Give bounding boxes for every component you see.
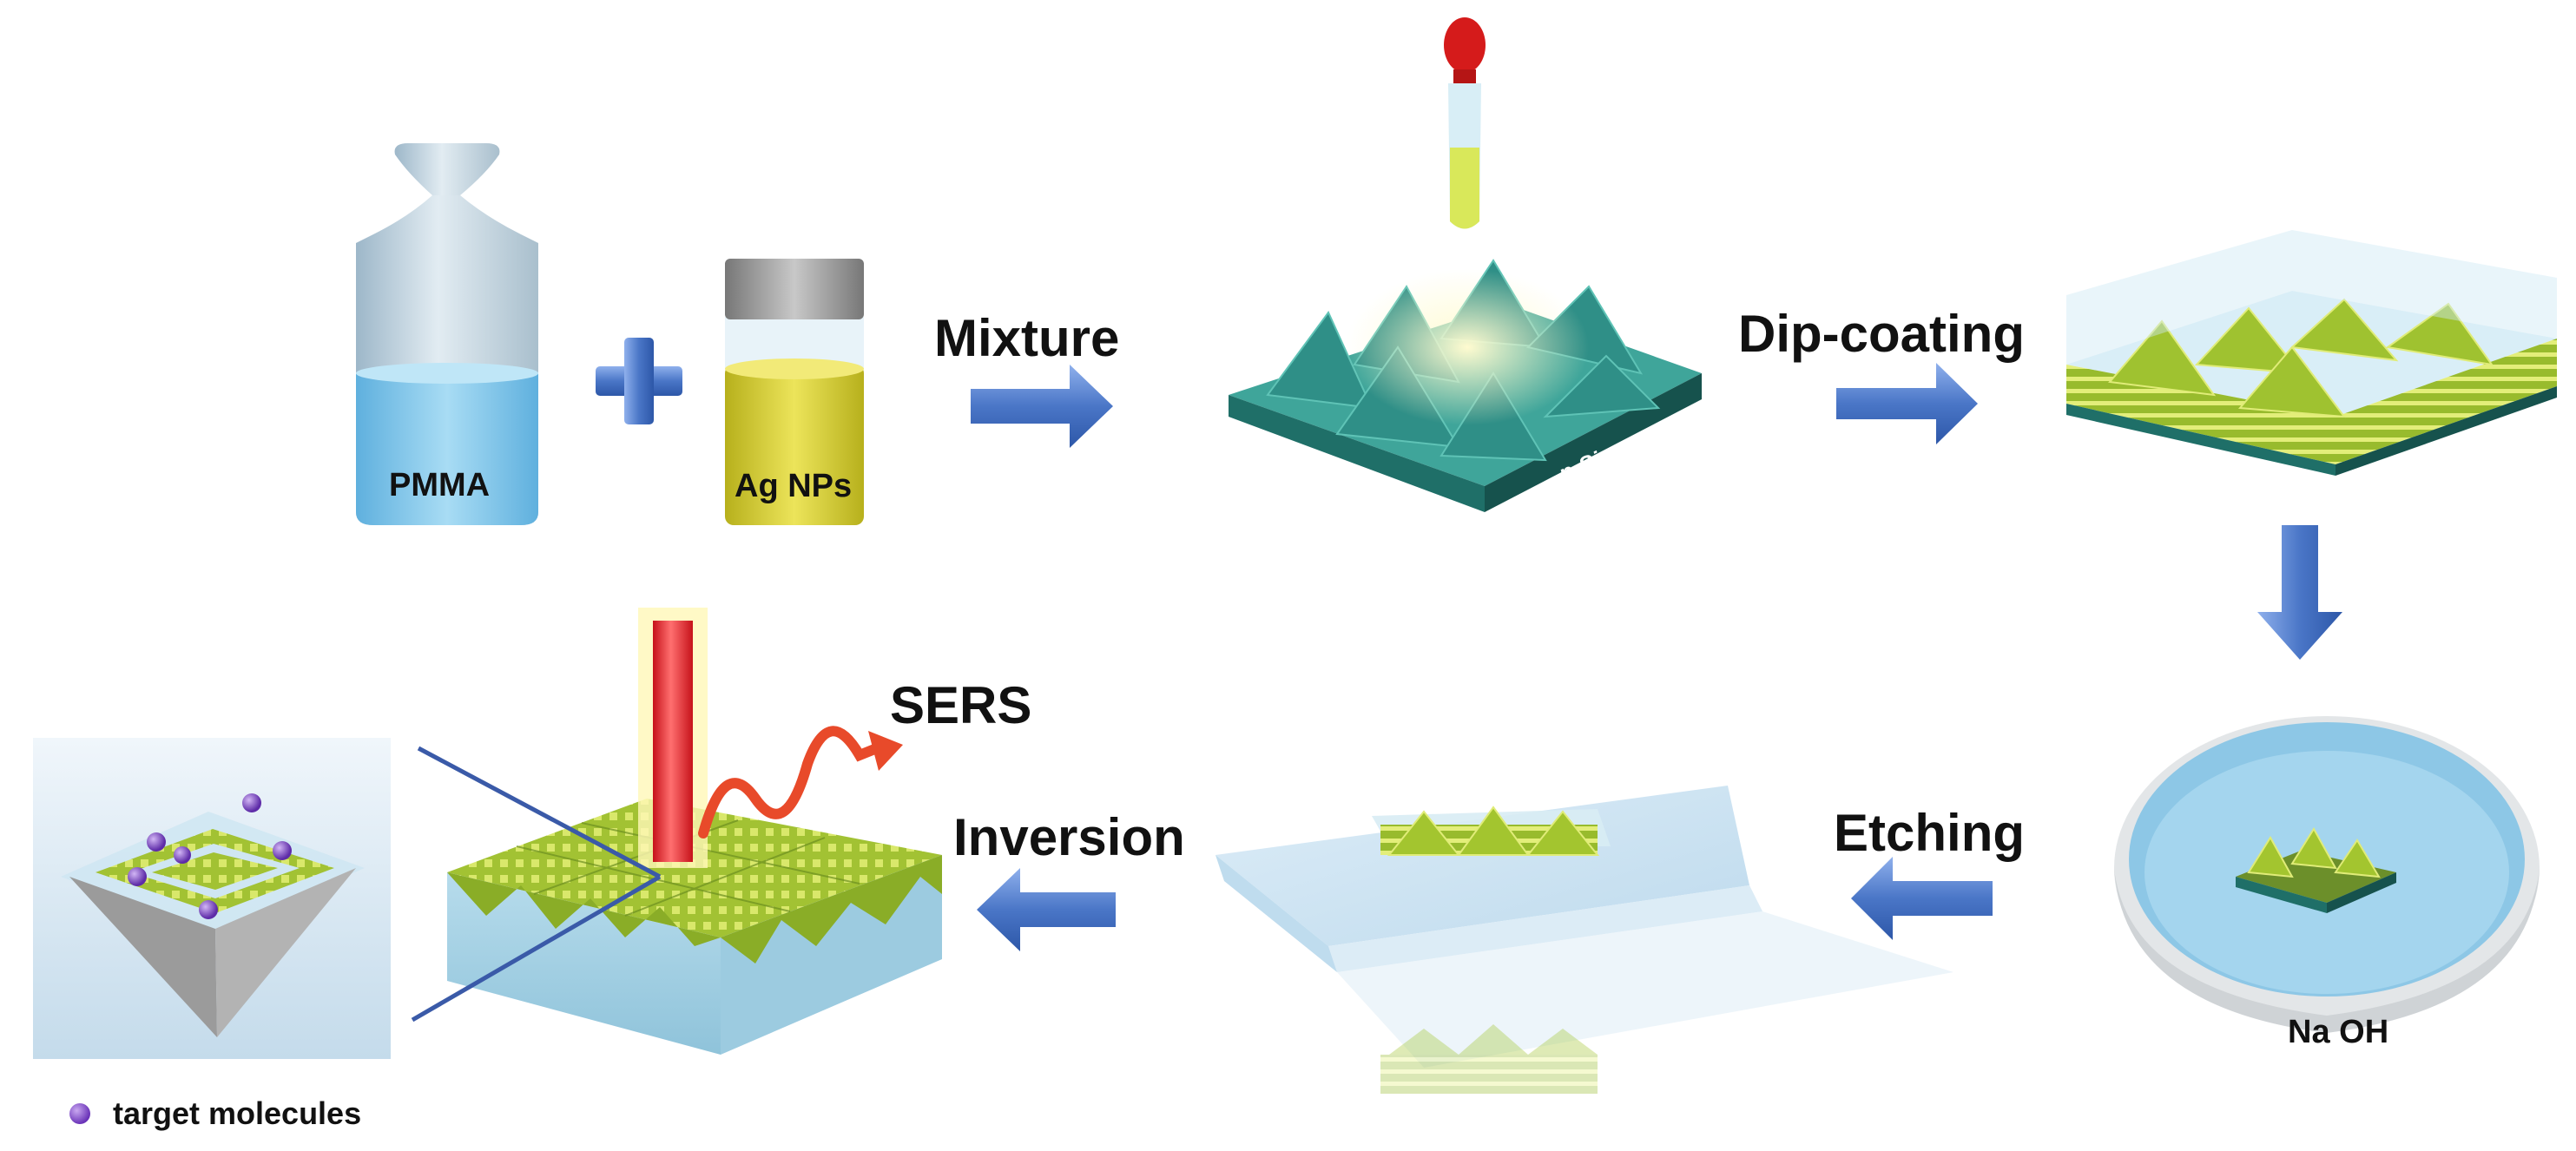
inset-panel bbox=[33, 738, 391, 1059]
naoh-dish bbox=[2114, 716, 2540, 1033]
lifted-film bbox=[1216, 786, 1953, 1094]
zoom-lines bbox=[411, 746, 662, 1023]
ag-nps-label: Ag NPs bbox=[735, 468, 853, 504]
pmma-bottle bbox=[356, 143, 538, 525]
legend-label: target molecules bbox=[113, 1095, 362, 1131]
sers-label: SERS bbox=[890, 676, 1032, 734]
inversion-arrow bbox=[977, 868, 1116, 951]
legend: target molecules bbox=[69, 1095, 361, 1132]
inversion-label: Inversion bbox=[953, 808, 1185, 866]
dip-coating-arrow bbox=[1836, 363, 1978, 444]
coated-substrate bbox=[2066, 230, 2557, 476]
naoh-label: Na OH bbox=[2288, 1014, 2389, 1050]
sers-signal-arrow bbox=[698, 726, 903, 839]
target-molecule bbox=[128, 793, 292, 919]
etching-label: Etching bbox=[1834, 804, 2025, 862]
mixture-label: Mixture bbox=[934, 309, 1120, 367]
pmma-label: PMMA bbox=[389, 467, 491, 503]
ag-nps-vial bbox=[725, 259, 864, 525]
etching-arrow bbox=[1851, 857, 1993, 940]
laser-beam bbox=[638, 608, 708, 868]
plus-icon bbox=[596, 338, 682, 424]
target-molecule-icon bbox=[69, 1103, 90, 1124]
p-si-substrate: p-Si substrate bbox=[1229, 259, 1704, 512]
dip-coating-label: Dip-coating bbox=[1738, 305, 2025, 363]
mixture-arrow bbox=[971, 365, 1113, 448]
dropper-icon bbox=[1444, 17, 1486, 229]
down-arrow bbox=[2257, 525, 2342, 660]
